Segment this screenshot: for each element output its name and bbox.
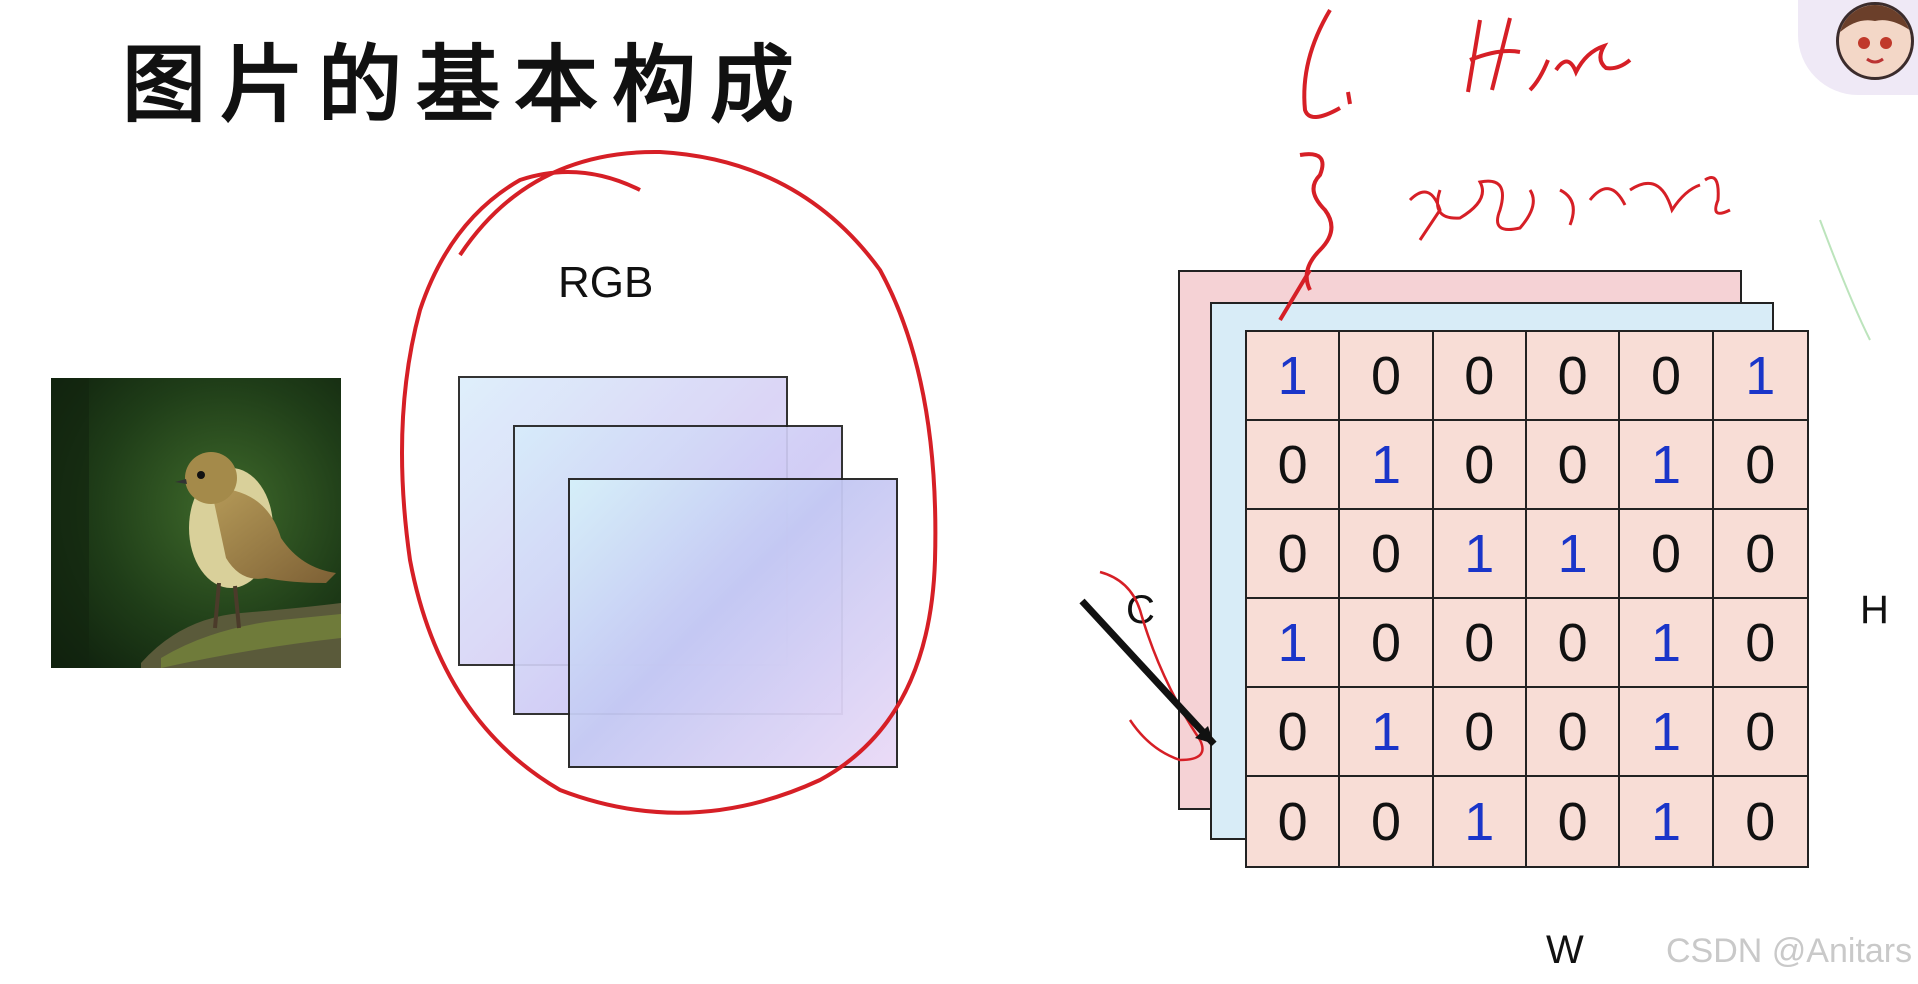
blue-channel-plane — [568, 478, 898, 768]
matrix-cell: 0 — [1433, 688, 1527, 777]
matrix-cell: 0 — [1340, 599, 1434, 688]
matrix-cell: 1 — [1620, 421, 1714, 510]
matrix-cell: 0 — [1527, 777, 1621, 866]
matrix-cell: 0 — [1340, 777, 1434, 866]
anime-avatar-icon — [1836, 2, 1914, 80]
matrix-cell: 0 — [1340, 332, 1434, 421]
channel-axis-arrow — [1079, 598, 1217, 747]
matrix-cell: 0 — [1620, 510, 1714, 599]
slide-title: 图片的基本构成 — [122, 35, 809, 134]
matrix-cell: 0 — [1247, 688, 1341, 777]
matrix-cell: 0 — [1713, 510, 1807, 599]
bird-photo — [51, 378, 341, 668]
matrix-cell: 1 — [1713, 332, 1807, 421]
matrix-cell: 0 — [1527, 421, 1621, 510]
channel-stroke-annotation — [1099, 570, 1204, 762]
matrix-cell: 0 — [1433, 332, 1527, 421]
matrix-cell: 1 — [1433, 510, 1527, 599]
matrix-cell: 0 — [1247, 421, 1341, 510]
matrix-cell: 0 — [1247, 777, 1341, 866]
matrix-cell: 0 — [1713, 599, 1807, 688]
handwriting-h-w-mark — [1466, 17, 1632, 93]
matrix-cell: 1 — [1340, 688, 1434, 777]
matrix-cell: 0 — [1340, 510, 1434, 599]
matrix-cell: 0 — [1433, 599, 1527, 688]
matrix-cell: 1 — [1247, 332, 1341, 421]
matrix-cell: 0 — [1527, 599, 1621, 688]
axis-label-w: W — [1546, 928, 1584, 972]
matrix-cell: 0 — [1620, 332, 1714, 421]
green-watermark-icon — [1819, 219, 1871, 341]
matrix-cell: 1 — [1620, 777, 1714, 866]
handwriting-dimensions-mark — [1408, 176, 1731, 241]
matrix-cell: 0 — [1745, 791, 1776, 852]
matrix-cell: 0 — [1713, 688, 1807, 777]
handwriting-three-mark — [1278, 152, 1334, 322]
matrix-cell: 0 — [1433, 421, 1527, 510]
matrix-cell: 1 — [1527, 510, 1621, 599]
matrix-cell: 1 — [1340, 421, 1434, 510]
matrix-cell: 0 — [1527, 332, 1621, 421]
matrix-cell: 0 — [1247, 510, 1341, 599]
matrix-cell: 1 — [1620, 688, 1714, 777]
rgb-circle-annotation — [400, 149, 938, 815]
matrix-cell: 1 — [1247, 599, 1341, 688]
matrix-cell: 0 — [1527, 688, 1621, 777]
matrix-cell: 1 — [1620, 599, 1714, 688]
matrix-cell: 0 — [1713, 421, 1807, 510]
arrow-head-icon — [1195, 726, 1214, 744]
axis-label-h: H — [1860, 588, 1889, 632]
handwriting-c-mark — [1302, 8, 1352, 119]
rgb-label: RGB — [558, 258, 654, 307]
watermark: CSDN @Anitars — [1666, 932, 1913, 970]
matrix-cell: 1 — [1434, 777, 1527, 866]
